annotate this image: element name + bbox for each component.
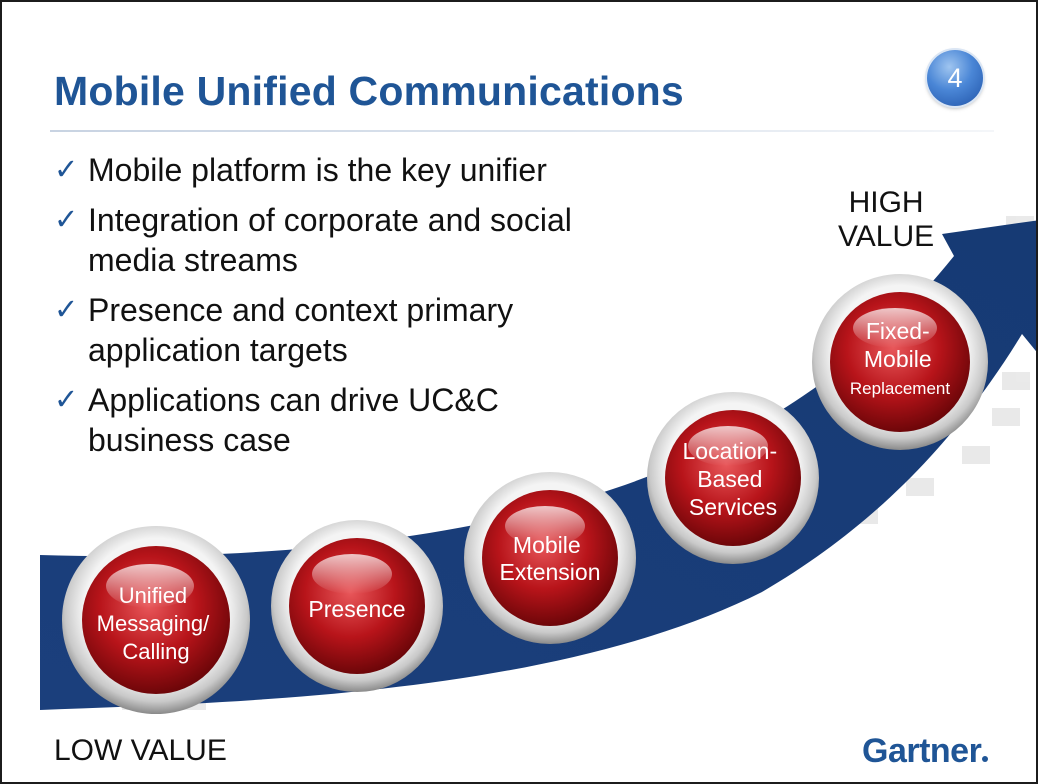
bullet-text: Applications can drive UC&C	[88, 382, 499, 418]
bullet-item: ✓ Mobile platform is the key unifier	[54, 150, 694, 190]
stage-label: Unified	[119, 583, 187, 608]
bullet-item: ✓ Integration of corporate and social me…	[54, 200, 694, 280]
stage-node: Fixed- Mobile Replacement	[812, 274, 988, 450]
brand-name: Gartner	[862, 732, 982, 770]
high-value-label: HIGH VALUE	[838, 186, 934, 254]
bullet-text: Presence and context primary	[88, 292, 514, 328]
stage-label: Location-	[682, 438, 777, 464]
stage-label: Messaging/	[97, 611, 210, 636]
svg-text:Mobile Extension: Mobile Extension	[499, 532, 600, 585]
check-icon: ✓	[54, 384, 79, 416]
stage-label: Mobile	[513, 532, 581, 558]
gartner-logo: Gartner	[862, 732, 989, 771]
svg-text:Location- Based: Location- Based Services	[682, 438, 783, 520]
bullet-text: media streams	[88, 242, 298, 278]
svg-text:Presence: Presence	[308, 596, 405, 622]
high-value-line: HIGH	[848, 186, 924, 219]
stage-node: Presence	[271, 520, 443, 692]
bullet-item: ✓ Presence and context primary applicati…	[54, 290, 694, 370]
svg-text:Unified Messaging/: Unified Messaging/ Calling	[97, 583, 216, 664]
stage-node: Unified Messaging/ Calling	[62, 526, 250, 714]
high-value-line: VALUE	[838, 220, 935, 253]
stage-label: Based	[697, 466, 762, 492]
title-divider	[50, 130, 994, 132]
bullet-text: business case	[88, 422, 291, 458]
check-icon: ✓	[54, 204, 79, 236]
slide-title: Mobile Unified Communications	[54, 68, 684, 114]
bullet-text: Integration of corporate and social	[88, 202, 572, 238]
stage-node: Location- Based Services	[647, 392, 819, 564]
bullet-list: ✓ Mobile platform is the key unifier ✓ I…	[54, 150, 694, 470]
stage-label: Mobile	[864, 346, 932, 372]
logo-dot-icon	[982, 756, 989, 762]
check-icon: ✓	[54, 294, 79, 326]
bullet-item: ✓ Applications can drive UC&C business c…	[54, 380, 694, 460]
stage-label: Fixed-	[866, 318, 930, 344]
low-value-label: LOW VALUE	[54, 734, 227, 767]
stage-node: Mobile Extension	[464, 472, 636, 644]
stage-label: Replacement	[850, 379, 950, 398]
stage-label: Presence	[308, 596, 405, 622]
page-number-badge: 4	[927, 50, 983, 106]
stage-label: Services	[689, 494, 777, 520]
stage-label: Calling	[122, 639, 189, 664]
stage-label: Extension	[499, 559, 600, 585]
bullet-text: Mobile platform is the key unifier	[88, 152, 547, 188]
check-icon: ✓	[54, 154, 79, 186]
svg-text:Fixed- Mobile: Fixed- Mobile Replacement	[850, 318, 950, 398]
bullet-text: application targets	[88, 332, 348, 368]
